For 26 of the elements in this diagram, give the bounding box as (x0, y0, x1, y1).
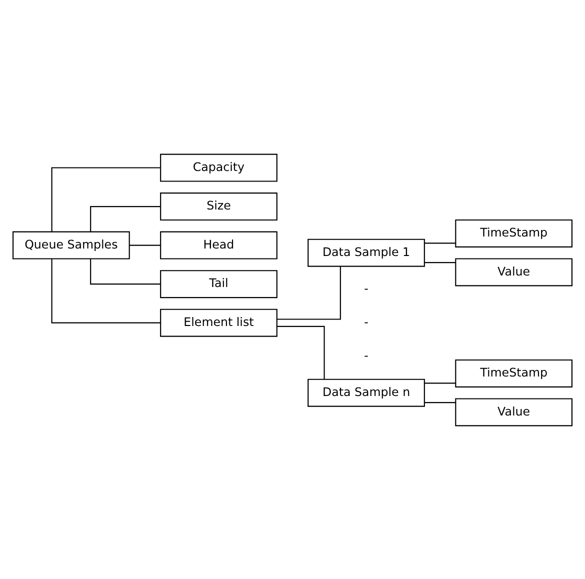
node-box: TimeStamp (455, 358, 572, 387)
connector (130, 244, 160, 246)
label: - (364, 314, 368, 328)
node-box: Element list (160, 308, 278, 336)
connector (424, 262, 456, 263)
connector (51, 258, 160, 323)
node-box: Data Sample n (308, 378, 425, 406)
connector (90, 258, 160, 284)
node-box: Head (160, 230, 278, 259)
node-box: Capacity (160, 153, 278, 182)
connector (277, 325, 325, 379)
node-box: Data Sample 1 (308, 238, 425, 266)
label: - (364, 280, 368, 295)
connector (51, 166, 160, 232)
node-box: TimeStamp (455, 218, 572, 247)
node-box: Value (455, 258, 572, 286)
connector (424, 242, 456, 244)
label: - (364, 348, 368, 362)
connector (277, 266, 341, 320)
connector (424, 402, 456, 403)
connector (424, 382, 456, 384)
connector (90, 206, 160, 232)
node-box: Value (455, 398, 572, 426)
node-box: Queue Samples (12, 230, 130, 259)
node-box: Tail (160, 270, 278, 298)
node-box: Size (160, 192, 278, 220)
